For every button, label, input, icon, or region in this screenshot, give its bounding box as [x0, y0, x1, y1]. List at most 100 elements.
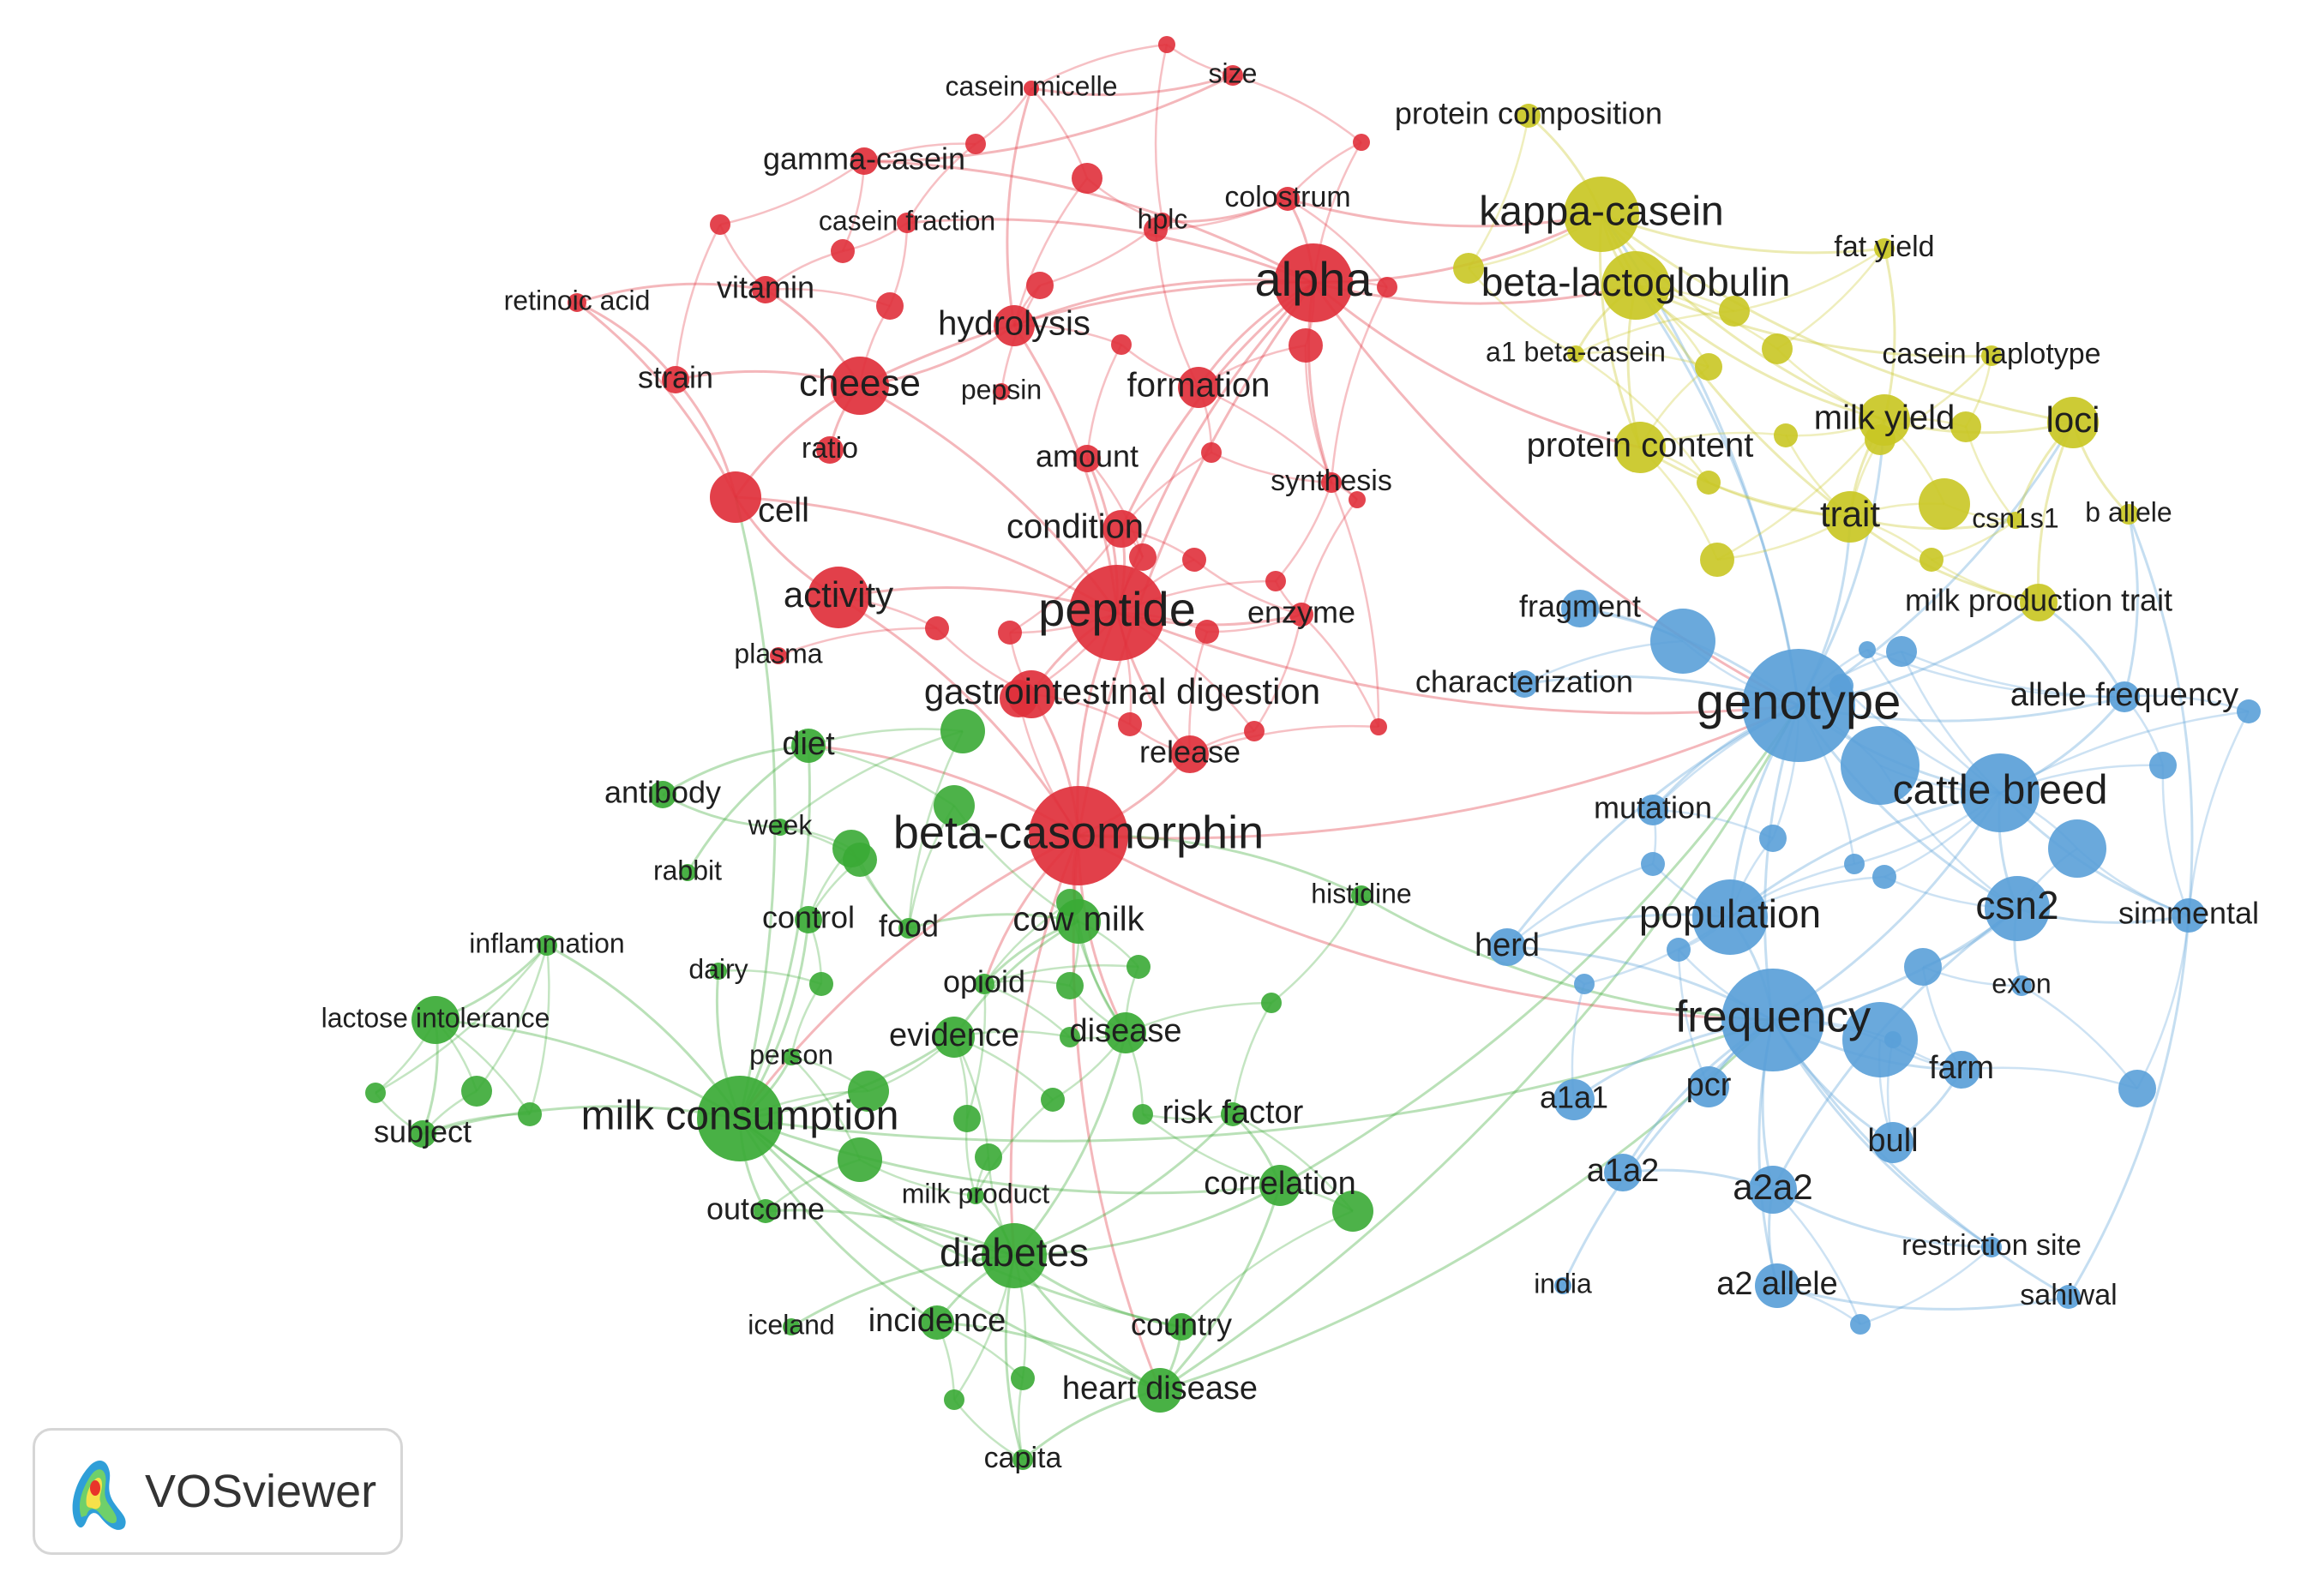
link [863, 159, 1314, 285]
link [1330, 482, 1380, 728]
link [1013, 1184, 1281, 1257]
network-node [1118, 712, 1142, 736]
node-india [1554, 1277, 1571, 1294]
network-node [848, 1071, 889, 1112]
link [1330, 286, 1389, 483]
network-node [1349, 491, 1366, 508]
link [738, 745, 811, 1119]
network-node [1667, 938, 1691, 962]
link [719, 159, 865, 226]
node-disease [1105, 1012, 1146, 1053]
network-node [1265, 571, 1286, 591]
label-milk-yield: milk yield [1814, 399, 1955, 437]
network-node [1370, 718, 1387, 735]
link [2136, 915, 2190, 1089]
network-nodes [409, 65, 2206, 1470]
label-diet: diet [782, 726, 835, 762]
link [1231, 1002, 1273, 1115]
label-antibody: antibody [604, 775, 721, 810]
label-iceland: iceland [748, 1309, 834, 1340]
network-node [1201, 442, 1222, 463]
network-node [461, 1076, 492, 1107]
link [1301, 614, 1380, 728]
node-a1-beta-casein [1567, 345, 1584, 363]
node-cow-milk [1056, 899, 1101, 944]
label-lactose-intolerance: lactose intolerance [321, 1002, 550, 1033]
network-node [1072, 163, 1102, 194]
network-node [1377, 277, 1397, 297]
label-control: control [762, 900, 855, 935]
label-fat-yield: fat yield [1834, 231, 1934, 263]
network-node [1904, 948, 1942, 986]
label-loci: loci [2046, 399, 2100, 440]
network-node [1332, 1191, 1373, 1232]
link [906, 218, 1314, 285]
link [1601, 213, 2074, 424]
link [1275, 482, 1333, 582]
vosviewer-badge: VOSviewer [33, 1428, 403, 1555]
node-amount [1073, 445, 1101, 472]
link [476, 945, 549, 1092]
label-vitamin: vitamin [717, 270, 814, 305]
network-node [925, 616, 949, 640]
node-protein-composition [1517, 104, 1541, 128]
label-formation: formation [1127, 367, 1271, 405]
node-pcr [1688, 1066, 1729, 1107]
network-node [1759, 825, 1787, 852]
link [576, 301, 737, 498]
link [2067, 915, 2190, 1298]
node-casein-fraction [897, 213, 917, 233]
label-cow-milk: cow milk [1012, 901, 1144, 939]
label-dairy: dairy [688, 953, 748, 984]
node-a2a2 [1749, 1166, 1797, 1214]
link [2187, 711, 2250, 916]
node-pepsin [993, 383, 1010, 400]
label-enzyme: enzyme [1247, 595, 1355, 630]
link [1733, 247, 1885, 313]
label-a2a2: a2a2 [1733, 1167, 1812, 1207]
network-node [1182, 548, 1206, 572]
label-casein-fraction: casein fraction [819, 205, 995, 236]
label-heart-disease: heart disease [1062, 1371, 1258, 1407]
network-node [1453, 253, 1484, 284]
label-retinoic-acid: retinoic acid [504, 285, 651, 315]
link [1901, 650, 2125, 699]
label-peptide: peptide [1038, 582, 1196, 636]
node-formation [1178, 367, 1219, 408]
node-retinoic-acid [568, 293, 586, 312]
node-condition [1102, 510, 1140, 548]
link [1158, 1185, 1282, 1392]
link [576, 282, 766, 304]
link [1776, 1284, 2070, 1311]
label-size: size [1209, 57, 1258, 88]
network-node [876, 292, 904, 320]
link [1078, 834, 1774, 1022]
node-restriction-site [1981, 1237, 2002, 1257]
network-node [944, 1389, 964, 1410]
link [2161, 765, 2190, 916]
label-plasma: plasma [734, 638, 822, 669]
node-b-allele [2118, 504, 2139, 525]
label-alpha: alpha [1254, 252, 1373, 306]
link [859, 281, 1314, 387]
network-node [1111, 334, 1132, 355]
node-mutation [1637, 795, 1668, 825]
node-evidence [934, 1017, 975, 1058]
network-node [1884, 1031, 1901, 1048]
node-simmental [2172, 898, 2206, 933]
link [1116, 611, 1799, 715]
link [739, 1117, 1182, 1329]
label-gamma-casein: gamma-casein [763, 141, 965, 177]
link [1189, 724, 1379, 756]
link [1193, 559, 1302, 616]
node-ratio [816, 436, 844, 464]
label-pcr: pcr [1686, 1067, 1732, 1103]
link [1006, 87, 1033, 327]
link [779, 729, 964, 828]
link [1313, 281, 1637, 305]
label-synthesis: synthesis [1271, 465, 1392, 497]
label-beta-lactoglobulin: beta-lactoglobulin [1481, 260, 1791, 304]
link [1030, 43, 1168, 90]
link [1575, 351, 1709, 369]
